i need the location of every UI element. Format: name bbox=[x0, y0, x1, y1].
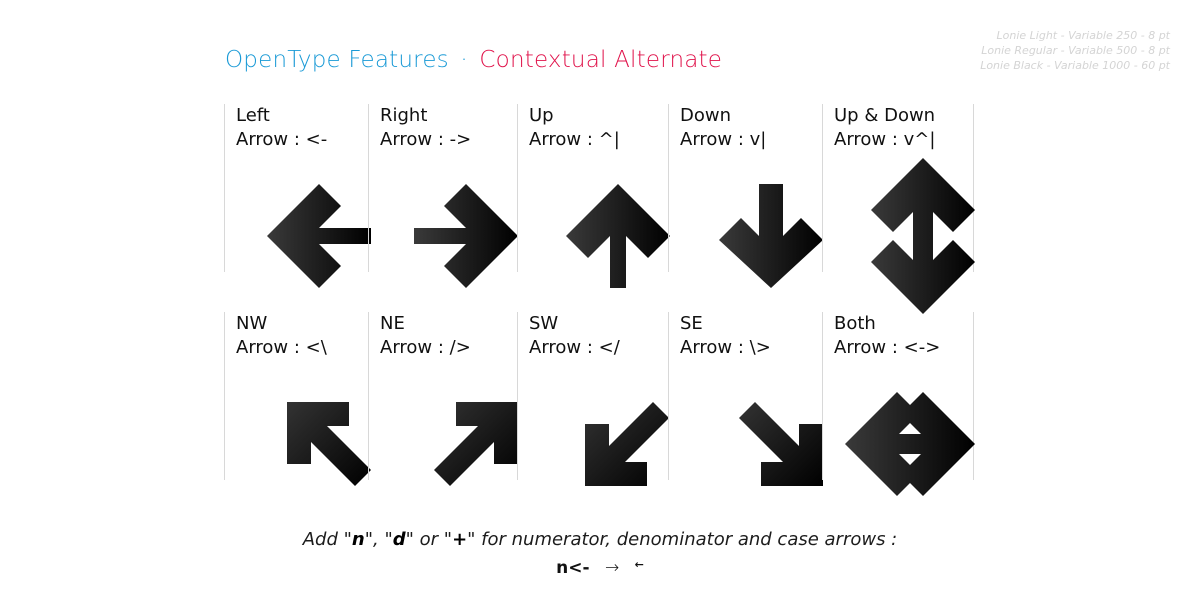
cell-right: Right Arrow : -> bbox=[368, 104, 520, 288]
title-part1: OpenType Features bbox=[225, 47, 449, 73]
denominator-key: d bbox=[392, 529, 406, 550]
left-arrow-icon bbox=[267, 184, 371, 288]
cell-code: Arrow : ^| bbox=[529, 129, 620, 150]
cell-left: Left Arrow : <- bbox=[224, 104, 376, 288]
footer-text: " for numerator, denominator and case ar… bbox=[467, 529, 898, 550]
sw-arrow-icon bbox=[585, 402, 669, 486]
footer-note: Add "n", "d" or "+" for numerator, denom… bbox=[0, 528, 1200, 552]
cell-name: Up & Down bbox=[834, 105, 936, 126]
cell-up-down: Up & Down Arrow : v^| bbox=[822, 104, 975, 314]
cell-code: Arrow : <- bbox=[236, 129, 328, 150]
cell-code: Arrow : <\ bbox=[236, 337, 327, 358]
credit-line: Lonie Light - Variable 250 - 8 pt bbox=[996, 29, 1171, 42]
cell-name: Right bbox=[380, 105, 428, 126]
up-down-arrow-icon bbox=[871, 158, 975, 314]
cell-name: NE bbox=[380, 313, 405, 334]
cell-name: Up bbox=[529, 105, 554, 126]
se-arrow-icon bbox=[739, 402, 823, 486]
cell-name: SW bbox=[529, 313, 559, 334]
cell-down: Down Arrow : v| bbox=[668, 104, 823, 288]
cell-name: Both bbox=[834, 313, 876, 334]
sample-input: n<- bbox=[556, 558, 590, 578]
up-arrow-icon bbox=[566, 184, 670, 288]
numerator-key: n bbox=[351, 529, 365, 550]
footer-text: Add " bbox=[302, 529, 352, 550]
sample-line: n<- → ← bbox=[0, 554, 1200, 579]
cell-up: Up Arrow : ^| bbox=[517, 104, 670, 288]
cell-name: Left bbox=[236, 105, 270, 126]
cell-se: SE Arrow : \> bbox=[668, 312, 823, 486]
cell-name: SE bbox=[680, 313, 703, 334]
down-arrow-icon bbox=[719, 184, 823, 288]
cell-code: Arrow : /> bbox=[380, 337, 471, 358]
footer-text: ", " bbox=[364, 529, 393, 550]
result-arrow-icon: → bbox=[604, 558, 620, 578]
cell-code: Arrow : \> bbox=[680, 337, 771, 358]
right-arrow-icon bbox=[414, 184, 518, 288]
left-right-arrow-icon bbox=[845, 392, 975, 496]
ne-arrow-icon bbox=[434, 402, 518, 486]
case-key: + bbox=[452, 529, 468, 550]
font-credits: Lonie Light - Variable 250 - 8 pt Lonie … bbox=[980, 28, 1170, 73]
cell-nw: NW Arrow : <\ bbox=[224, 312, 376, 486]
title-separator: · bbox=[460, 47, 468, 73]
title-part2: Contextual Alternate bbox=[479, 47, 723, 73]
cell-code: Arrow : v| bbox=[680, 129, 767, 150]
small-left-arrow-icon: ← bbox=[634, 558, 644, 571]
cell-code: Arrow : v^| bbox=[834, 129, 936, 150]
credit-line: Lonie Black - Variable 1000 - 60 pt bbox=[980, 59, 1170, 72]
cell-code: Arrow : </ bbox=[529, 337, 620, 358]
cell-ne: NE Arrow : /> bbox=[368, 312, 520, 486]
page-title: OpenType Features · Contextual Alternate bbox=[225, 44, 722, 76]
cell-code: Arrow : <-> bbox=[834, 337, 941, 358]
nw-arrow-icon bbox=[287, 402, 371, 486]
cell-name: Down bbox=[680, 105, 732, 126]
footer-text: " or " bbox=[405, 529, 453, 550]
cell-name: NW bbox=[236, 313, 268, 334]
credit-line: Lonie Regular - Variable 500 - 8 pt bbox=[981, 44, 1170, 57]
cell-both: Both Arrow : <-> bbox=[822, 312, 975, 496]
cell-code: Arrow : -> bbox=[380, 129, 472, 150]
cell-sw: SW Arrow : </ bbox=[517, 312, 669, 486]
